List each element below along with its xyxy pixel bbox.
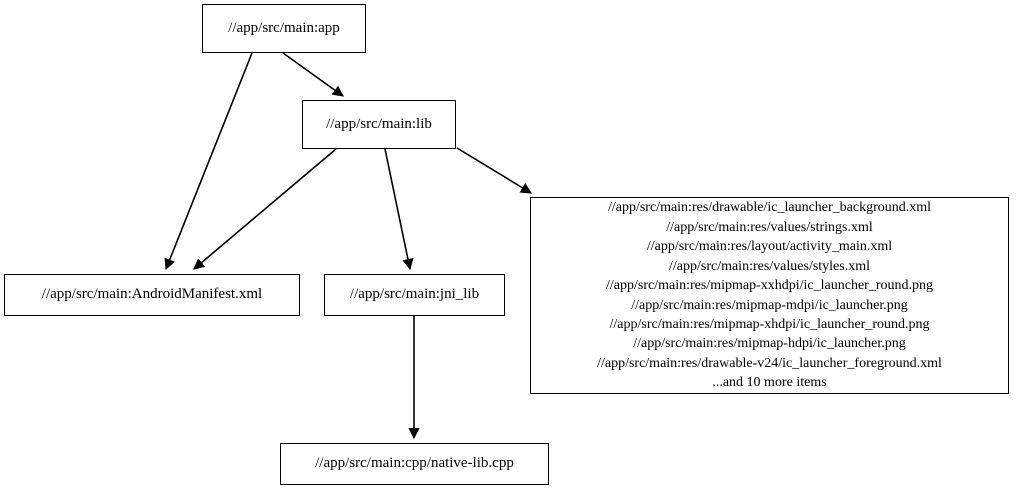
edge-app-to-lib xyxy=(282,52,344,97)
node-app-label: //app/src/main:app xyxy=(228,19,340,36)
node-resources-bundle-label: //app/src/main:res/drawable/ic_launcher_… xyxy=(597,200,942,391)
node-jni-lib-label: //app/src/main:jni_lib xyxy=(349,286,480,303)
node-android-manifest[interactable]: //app/src/main:AndroidManifest.xml xyxy=(4,274,300,316)
node-resources-bundle[interactable]: //app/src/main:res/drawable/ic_launcher_… xyxy=(530,197,1009,394)
edge-app-to-manifest xyxy=(164,52,253,271)
node-lib-label: //app/src/main:lib xyxy=(326,115,432,132)
edge-lib-to-manifest xyxy=(193,148,337,270)
edge-lib-to-resources xyxy=(456,147,532,194)
node-native-lib-cpp-label: //app/src/main:cpp/native-lib.cpp xyxy=(315,455,514,472)
node-android-manifest-label: //app/src/main:AndroidManifest.xml xyxy=(41,286,263,303)
edge-lib-to-jni-lib xyxy=(384,148,414,271)
node-app[interactable]: //app/src/main:app xyxy=(202,4,366,53)
node-jni-lib[interactable]: //app/src/main:jni_lib xyxy=(324,274,505,316)
node-native-lib-cpp[interactable]: //app/src/main:cpp/native-lib.cpp xyxy=(280,443,549,485)
node-lib[interactable]: //app/src/main:lib xyxy=(302,100,456,149)
